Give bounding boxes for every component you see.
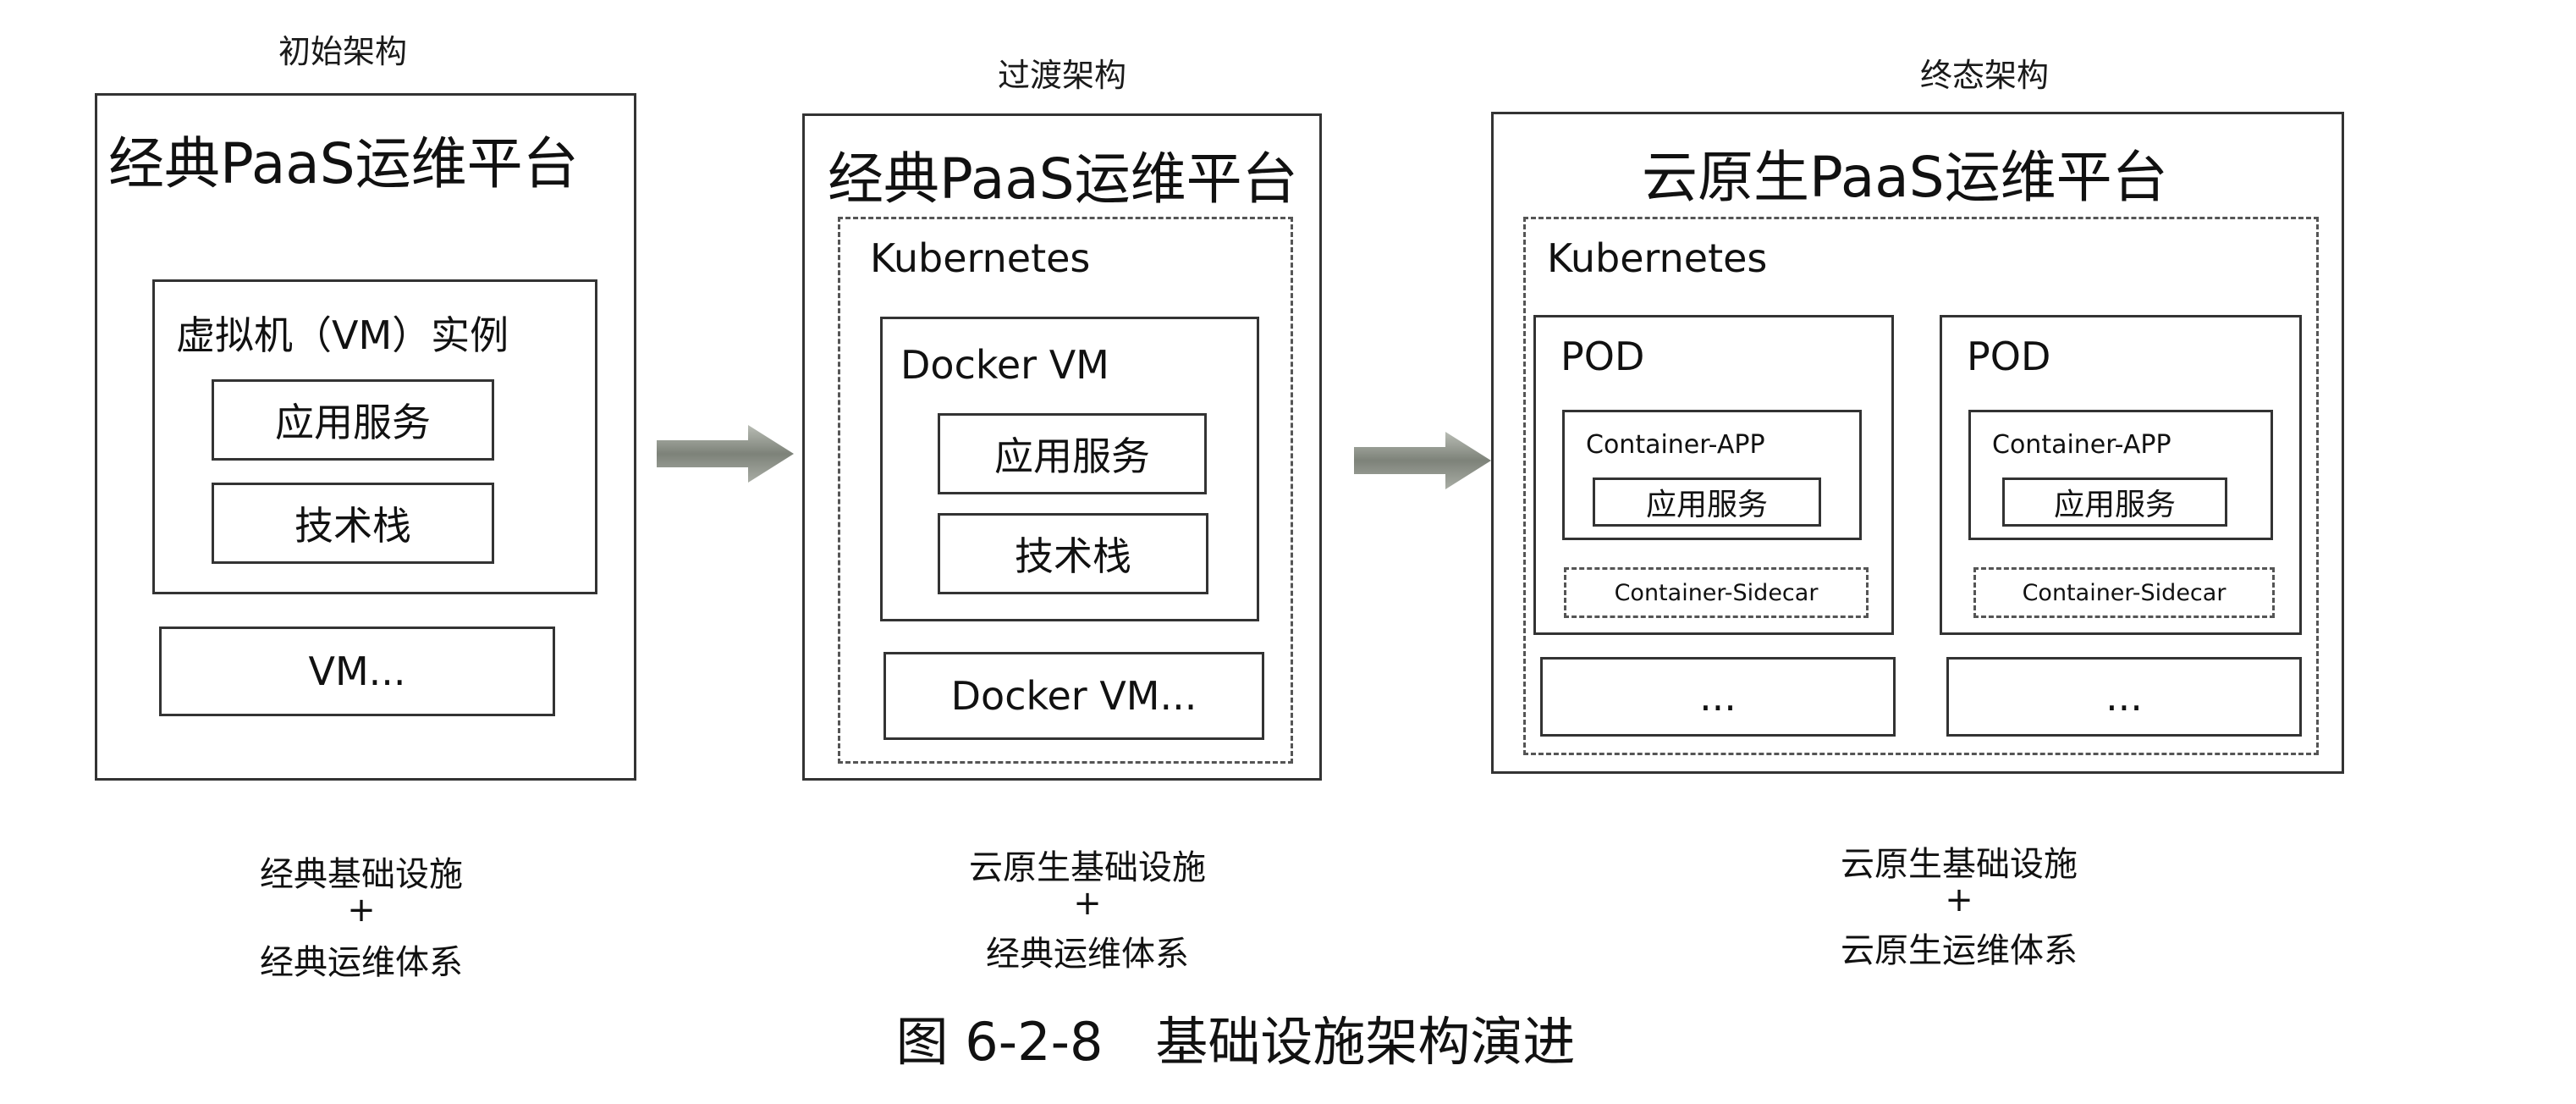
platform-title-final: 云原生PaaS运维平台 [1642, 145, 2168, 210]
footer-transition-line2: 经典运维体系 [986, 935, 1189, 974]
more-docker-vm-box: Docker VM... [883, 652, 1264, 740]
tech-stack-box-initial: 技术栈 [212, 483, 494, 564]
more-pod-box: ... [1946, 657, 2302, 737]
tech-stack-box-transition: 技术栈 [938, 513, 1208, 594]
stage-label-final: 终态架构 [1919, 57, 2049, 94]
container-app-label: Container-APP [1992, 430, 2171, 460]
app-service-box-transition: 应用服务 [938, 413, 1207, 494]
k8s-label-final: Kubernetes [1547, 235, 1768, 281]
more-vm-box: VM... [159, 627, 555, 716]
app-service-box-pod: 应用服务 [1593, 477, 1821, 527]
footer-initial-line1: 经典基础设施 [260, 855, 463, 894]
more-pod-box: ... [1540, 657, 1896, 737]
arrow-right-icon [1354, 432, 1491, 489]
container-app-label: Container-APP [1586, 430, 1765, 460]
pod-label: POD [1560, 334, 1645, 379]
vm-instance-label: 虚拟机（VM）实例 [176, 312, 509, 358]
k8s-cluster-final [1523, 217, 2319, 755]
app-service-box-pod: 应用服务 [2002, 477, 2227, 527]
footer-transition-plus: + [1073, 884, 1102, 923]
footer-initial-line2: 经典运维体系 [260, 943, 463, 982]
docker-vm-label: Docker VM [900, 342, 1109, 388]
k8s-label-transition: Kubernetes [870, 235, 1091, 281]
footer-final-plus: + [1945, 880, 1973, 919]
platform-title-initial: 经典PaaS运维平台 [108, 131, 579, 196]
arrow-right-icon [657, 425, 794, 483]
pod-label: POD [1967, 334, 2051, 379]
container-sidecar-box: Container-Sidecar [1564, 567, 1869, 618]
platform-title-transition: 经典PaaS运维平台 [828, 146, 1298, 212]
footer-initial-plus: + [347, 891, 376, 930]
container-sidecar-box: Container-Sidecar [1973, 567, 2275, 618]
footer-final-line2: 云原生运维体系 [1841, 931, 2078, 970]
k8s-cluster-transition [838, 217, 1293, 764]
stage-label-initial: 初始架构 [278, 33, 407, 70]
footer-final-line1: 云原生基础设施 [1841, 845, 2078, 884]
app-service-box-initial: 应用服务 [212, 379, 494, 461]
stage-label-transition: 过渡架构 [997, 57, 1126, 94]
footer-transition-line1: 云原生基础设施 [969, 848, 1206, 887]
figure-caption: 图 6-2-8 基础设施架构演进 [895, 1011, 1576, 1073]
